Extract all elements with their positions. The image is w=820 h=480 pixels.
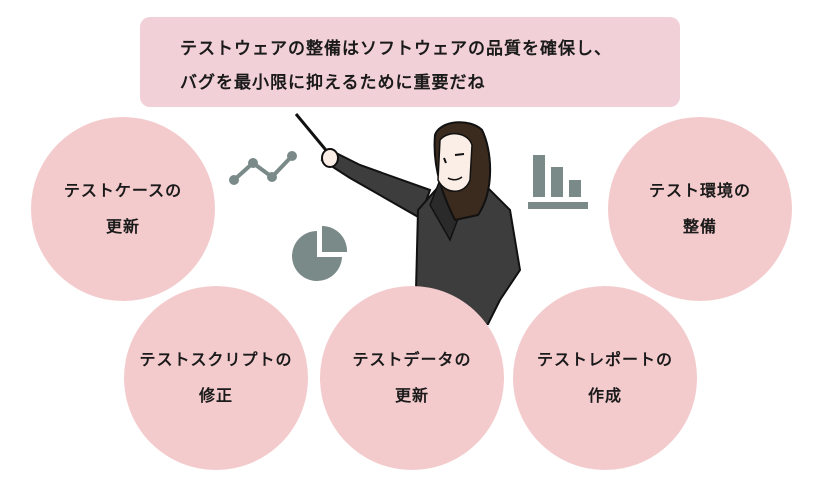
line-chart-icon <box>229 151 297 185</box>
item-label-line2: 修正 <box>198 386 233 405</box>
speech-line-2: バグを最小限に抑えるために重要だね <box>180 73 486 93</box>
item-label-line2: 更新 <box>394 386 429 405</box>
speech-line-1: テストウェアの整備はソフトウェアの品質を確保し、 <box>180 39 612 59</box>
item-label-line1: テストデータの <box>352 350 472 369</box>
item-label-line2: 作成 <box>587 386 622 405</box>
item-label-line1: テストスクリプトの <box>139 350 293 369</box>
item-label-line2: 更新 <box>105 217 140 236</box>
item-label-line1: テストケースの <box>63 181 183 200</box>
pie-chart-icon <box>292 225 348 281</box>
item-label-line2: 整備 <box>682 217 717 236</box>
item-circle-test-script-fix: テストスクリプトの 修正 <box>124 286 308 470</box>
item-circle-test-case-update: テストケースの 更新 <box>31 117 215 301</box>
item-circle-test-report: テストレポートの 作成 <box>513 286 697 470</box>
speech-bubble: テストウェアの整備はソフトウェアの品質を確保し、 バグを最小限に抑えるために重要… <box>140 17 680 107</box>
presenter-illustration <box>294 113 522 325</box>
item-label-line1: テスト環境の <box>648 181 751 200</box>
item-circle-test-data-update: テストデータの 更新 <box>320 286 504 470</box>
item-circle-test-environment: テスト環境の 整備 <box>608 117 792 301</box>
item-label-line1: テストレポートの <box>536 350 673 369</box>
bar-chart-icon <box>528 155 588 209</box>
